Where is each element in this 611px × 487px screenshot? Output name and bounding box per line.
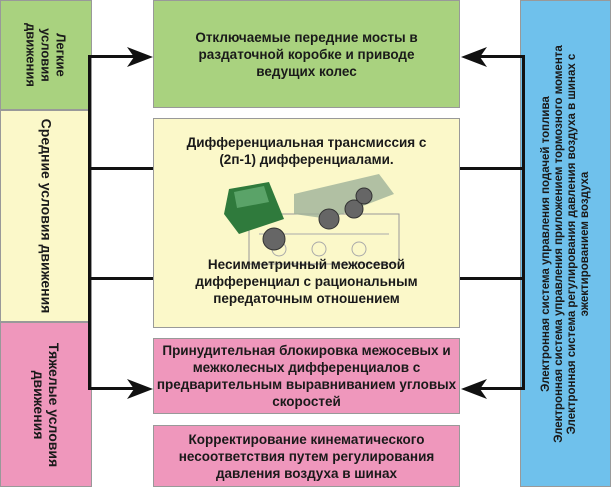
arrow-left-icon xyxy=(461,379,487,399)
box-text: Отключаемые передние мосты в раздаточной… xyxy=(195,29,418,79)
electronics-column: Электронная система управления подачей т… xyxy=(520,0,611,487)
arrow-right-icon xyxy=(127,47,153,67)
connector xyxy=(460,167,525,170)
connector xyxy=(472,55,525,58)
condition-heavy-label: Тяжелые условия движения xyxy=(31,342,62,467)
connector xyxy=(88,167,153,170)
box-kinematic-correction: Корректирование кинематического несоотве… xyxy=(153,425,460,487)
arrow-left-icon xyxy=(461,47,487,67)
box-disconnectable-axles: Отключаемые передние мосты в раздаточной… xyxy=(153,0,460,108)
connector-left-vertical xyxy=(88,55,91,390)
box-text: Дифференциальная трансмиссия с (2п-1) ди… xyxy=(186,135,427,167)
condition-light: Легкие условия движения xyxy=(0,0,92,110)
connector xyxy=(88,55,140,58)
connector xyxy=(460,277,525,280)
condition-medium: Средние условия движения xyxy=(0,110,92,322)
box-text: Корректирование кинематического несоотве… xyxy=(178,431,435,481)
connector xyxy=(88,277,153,280)
box-text: Принудительная блокировка межосевых и ме… xyxy=(156,343,457,409)
truck-illustration xyxy=(224,174,400,265)
connector-right-vertical xyxy=(522,55,525,390)
condition-light-label: Легкие условия движения xyxy=(23,23,69,87)
box-text-2: Несимметричный межосевой дифференциал с … xyxy=(195,257,418,306)
connector xyxy=(472,387,525,390)
condition-heavy: Тяжелые условия движения xyxy=(0,322,92,487)
connector xyxy=(88,387,140,390)
electronics-label: Электронная система управления подачей т… xyxy=(539,44,591,443)
condition-medium-label: Средние условия движения xyxy=(38,118,55,314)
box-forced-locking: Принудительная блокировка межосевых и ме… xyxy=(153,338,460,414)
box-differential-transmission: Дифференциальная трансмиссия с (2п-1) ди… xyxy=(153,118,460,328)
arrow-right-icon xyxy=(127,379,153,399)
